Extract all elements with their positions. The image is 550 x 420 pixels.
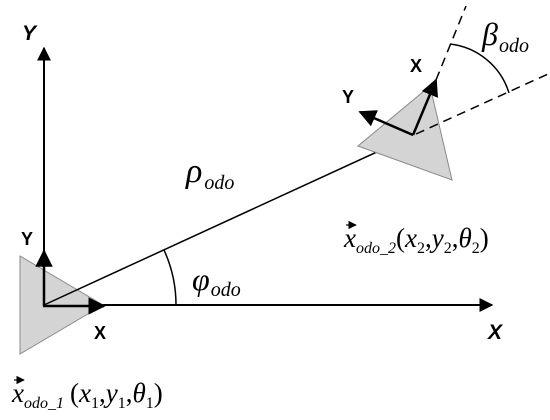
heading-dashed-line — [435, 5, 467, 81]
robot-2-y-label: Y — [342, 87, 354, 107]
rho-dashed-extension — [415, 73, 549, 135]
phi-label: φodo — [192, 261, 241, 301]
robot-1-pose-formula: xodo_1(x1,y1,θ1) — [11, 375, 163, 412]
robot-2-x-label: X — [410, 56, 422, 76]
svg-text:xodo_2(x2,y2,θ2): xodo_2(x2,y2,θ2) — [343, 223, 489, 257]
robot-2-triangle — [357, 85, 453, 181]
robot-1-x-label: X — [94, 323, 106, 343]
robot-1-y-label: Y — [21, 229, 33, 249]
beta-arc — [449, 43, 510, 94]
robot-2-x-axis — [411, 78, 438, 136]
rho-line — [43, 133, 417, 306]
beta-label: βodo — [481, 16, 529, 57]
global-y-label: Y — [22, 22, 38, 45]
global-x-label: X — [487, 321, 504, 344]
robot-2-pose-formula: xodo_2(x2,y2,θ2) — [343, 220, 489, 257]
phi-arc — [163, 249, 177, 306]
robot-2-y-axis — [358, 110, 414, 137]
svg-text:xodo_1(x1,y1,θ1): xodo_1(x1,y1,θ1) — [11, 378, 163, 412]
